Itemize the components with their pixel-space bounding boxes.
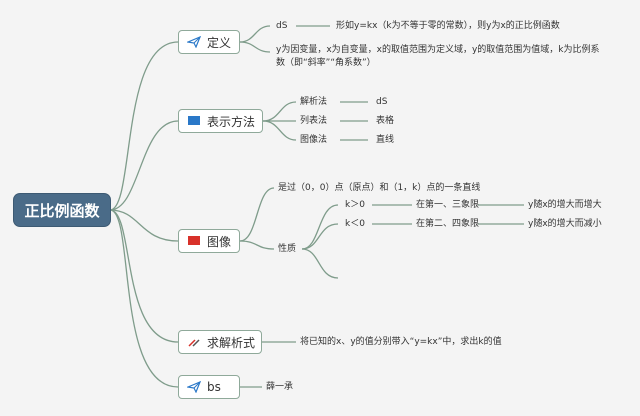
method-table-value: 表格 <box>376 116 395 126</box>
method-graph: 图像法 <box>300 135 328 145</box>
property-quadrant-positive: 在第一、三象限 <box>416 200 480 210</box>
property-trend-positive: y随x的增大而增大 <box>528 200 602 210</box>
definition-line2a: y为因变量，x为自变量，x的取值范围为定义域，y的取值范围为值域，k为比例系 <box>276 45 600 55</box>
property-cond-negative: k＜0 <box>345 219 365 229</box>
branch-representation[interactable]: 表示方法 <box>178 109 263 133</box>
property-cond-positive: k＞0 <box>345 200 365 210</box>
method-analytic: 解析法 <box>300 97 328 107</box>
definition-line2b: 数（即“斜率”“角系数”） <box>276 58 376 68</box>
property-quadrant-negative: 在第二、四象限 <box>416 219 480 229</box>
paper-plane-icon <box>187 381 201 393</box>
definition-key: dS <box>276 21 288 31</box>
paper-plane-icon <box>187 36 201 48</box>
property-trend-negative: y随x的增大而减小 <box>528 219 602 229</box>
method-graph-value: 直线 <box>376 135 395 145</box>
flag-icon <box>188 116 200 125</box>
tools-icon <box>188 339 200 347</box>
branch-definition[interactable]: 定义 <box>178 30 240 54</box>
graph-desc: 是过（0，0）点（原点）和（1，k）点的一条直线 <box>278 183 481 193</box>
method-analytic-value: dS <box>376 97 388 107</box>
flag-icon <box>188 236 200 245</box>
property-label: 性质 <box>278 244 297 254</box>
branch-graph[interactable]: 图像 <box>178 229 240 253</box>
solve-desc: 将已知的x、y的值分别带入“y=kx”中，求出k的值 <box>300 337 502 347</box>
root-node[interactable]: 正比例函数 <box>14 194 110 226</box>
branch-solve[interactable]: 求解析式 <box>178 330 262 354</box>
method-table: 列表法 <box>300 116 328 126</box>
branch-bs[interactable]: bs <box>178 375 240 399</box>
bs-value: 薛一承 <box>266 382 294 392</box>
definition-line1: 形如y=kx（k为不等于零的常数），则y为x的正比例函数 <box>336 21 560 31</box>
